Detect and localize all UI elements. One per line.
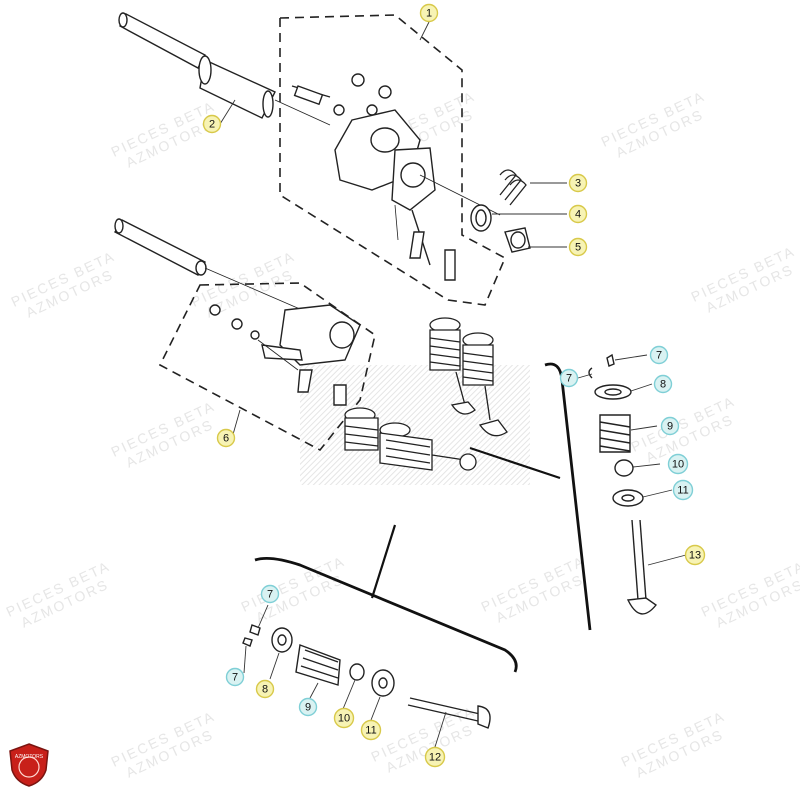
callout-label: 7 [566,373,572,385]
callout-8: 8 [653,374,673,394]
callout-circle [298,697,318,717]
center-valve-springs [344,317,508,471]
callout-9: 9 [660,416,680,436]
callout-8: 8 [255,679,275,699]
callout-label: 5 [575,242,581,254]
bottom-valve-parts [242,624,491,729]
callout-5: 5 [568,237,588,257]
callout-13: 13 [684,544,706,566]
callout-circle [660,416,680,436]
callout-10: 10 [333,707,355,729]
callout-label: 11 [677,485,688,497]
dashed-group-1 [279,14,507,306]
azmotors-shield-logo: AZMOTORS [9,743,49,787]
callout-7: 7 [260,584,280,604]
rocker-spring [499,169,527,206]
thrust-washer [470,204,492,232]
callout-7: 7 [559,368,579,388]
bracket-bottom [254,556,518,673]
callout-circle [419,3,439,23]
callout-circle [568,237,588,257]
callout-1: 1 [419,3,439,23]
callout-11: 11 [672,479,694,501]
callout-3: 3 [568,173,588,193]
callout-label: 10 [338,713,350,725]
callout-circle [672,479,694,501]
bracket-link-right [469,446,561,480]
callout-circle [568,204,588,224]
callout-10: 10 [667,453,689,475]
callout-label: 8 [262,684,268,696]
callout-label: 7 [232,672,238,684]
bracket-link-bottom [370,524,397,599]
callout-label: 12 [429,752,441,764]
callout-label: 1 [426,8,432,20]
callout-circle [255,679,275,699]
lower-rocker-shaft [114,218,331,323]
callout-circle [667,453,689,475]
lower-rocker-arm [209,304,361,406]
leader-lines [219,21,687,748]
callout-circle [568,173,588,193]
upper-rocker-shaft [118,12,331,126]
shaft-clip [504,227,531,253]
callout-6: 6 [216,428,236,448]
callout-circle [649,345,669,365]
callout-label: 11 [365,725,376,737]
logo-text: AZMOTORS [15,754,44,760]
callout-label: 4 [575,209,581,221]
callout-7: 7 [225,667,245,687]
callout-4: 4 [568,204,588,224]
callout-11: 11 [360,719,382,741]
callout-2: 2 [202,114,222,134]
callout-circle [684,544,706,566]
callout-circle [653,374,673,394]
callout-label: 9 [305,702,311,714]
callout-9: 9 [298,697,318,717]
callout-label: 7 [267,589,273,601]
callout-circle [360,719,382,741]
callout-7: 7 [649,345,669,365]
callout-circle [424,746,446,768]
callout-circle [559,368,579,388]
callout-circle [225,667,245,687]
callout-label: 10 [672,459,684,471]
callout-label: 7 [656,350,662,362]
callout-label: 9 [667,421,673,433]
callout-circle [202,114,222,134]
callout-circle [216,428,236,448]
callout-circle [260,584,280,604]
callout-12: 12 [424,746,446,768]
callout-label: 8 [660,379,666,391]
callout-circle [333,707,355,729]
callout-label: 13 [689,550,701,562]
dashed-group-6 [158,282,376,452]
callout-label: 3 [575,178,581,190]
callout-label: 6 [223,433,229,445]
upper-rocker-arm [291,73,501,281]
right-valve-parts [588,353,658,615]
bracket-right [544,362,592,631]
callout-label: 2 [209,119,215,131]
